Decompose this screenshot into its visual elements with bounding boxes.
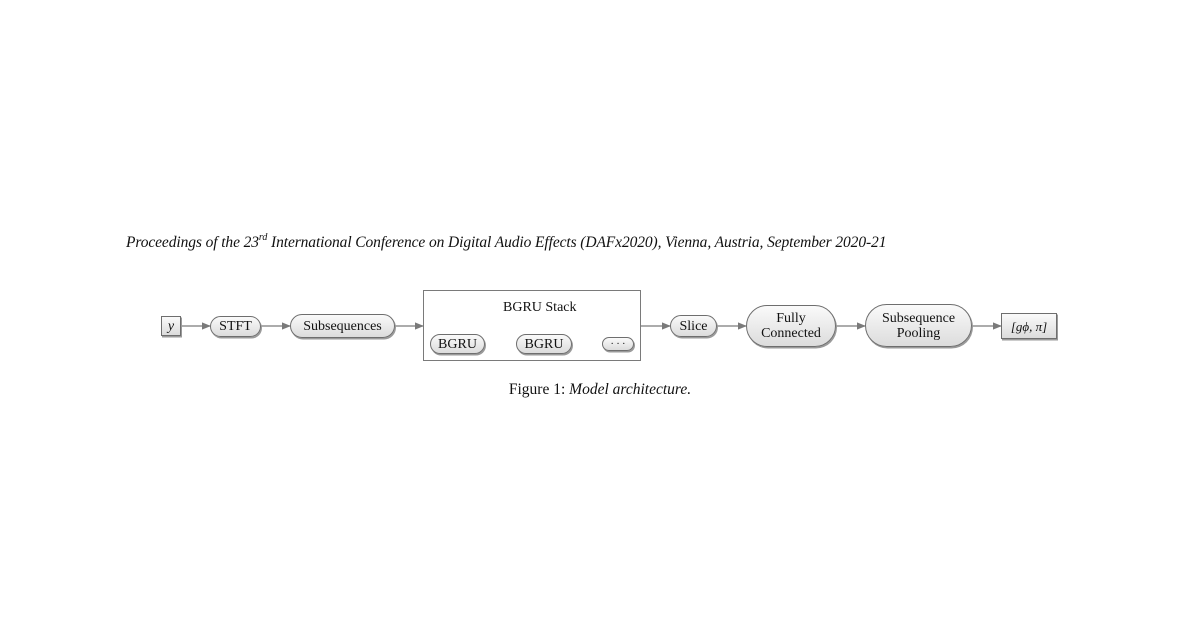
bgru-node-2-label: BGRU	[524, 336, 564, 352]
header-superscript: rd	[258, 232, 268, 243]
subsequence-pooling-label-line1: Subsequence	[881, 310, 956, 326]
bgru-stack-title: BGRU Stack	[503, 300, 577, 315]
bgru-node-1-label: BGRU	[438, 336, 477, 352]
output-node: [gϕ, π]	[1001, 313, 1057, 339]
bgru-node-1: BGRU	[430, 334, 485, 354]
caption-label: Figure 1:	[508, 381, 570, 398]
subsequences-node-label: Subsequences	[303, 318, 382, 334]
bgru-more-node: · · ·	[602, 337, 634, 351]
figure-caption: Figure 1: Model architecture.	[0, 381, 1200, 399]
fully-connected-label-line2: Connected	[761, 326, 821, 341]
subsequence-pooling-node: Subsequence Pooling	[865, 304, 972, 347]
header-prefix: Proceedings of the 23	[126, 234, 259, 252]
fully-connected-label-line1: Fully	[776, 311, 806, 326]
slice-node-label: Slice	[679, 318, 708, 334]
output-node-label: [gϕ, π]	[1010, 318, 1048, 334]
proceedings-header: Proceedings of the 23rd International Co…	[126, 232, 887, 252]
caption-text: Model architecture.	[569, 381, 692, 398]
subsequence-pooling-label-line2: Pooling	[896, 325, 941, 341]
stft-node: STFT	[210, 316, 261, 337]
stft-node-label: STFT	[219, 319, 252, 334]
input-node-y: y	[161, 316, 181, 336]
fully-connected-node: Fully Connected	[746, 305, 836, 347]
header-suffix: International Conference on Digital Audi…	[267, 234, 887, 252]
bgru-more-label: · · ·	[610, 338, 626, 350]
subsequences-node: Subsequences	[290, 314, 395, 338]
bgru-node-2: BGRU	[516, 334, 572, 354]
slice-node: Slice	[670, 315, 717, 337]
input-node-label: y	[167, 318, 175, 334]
